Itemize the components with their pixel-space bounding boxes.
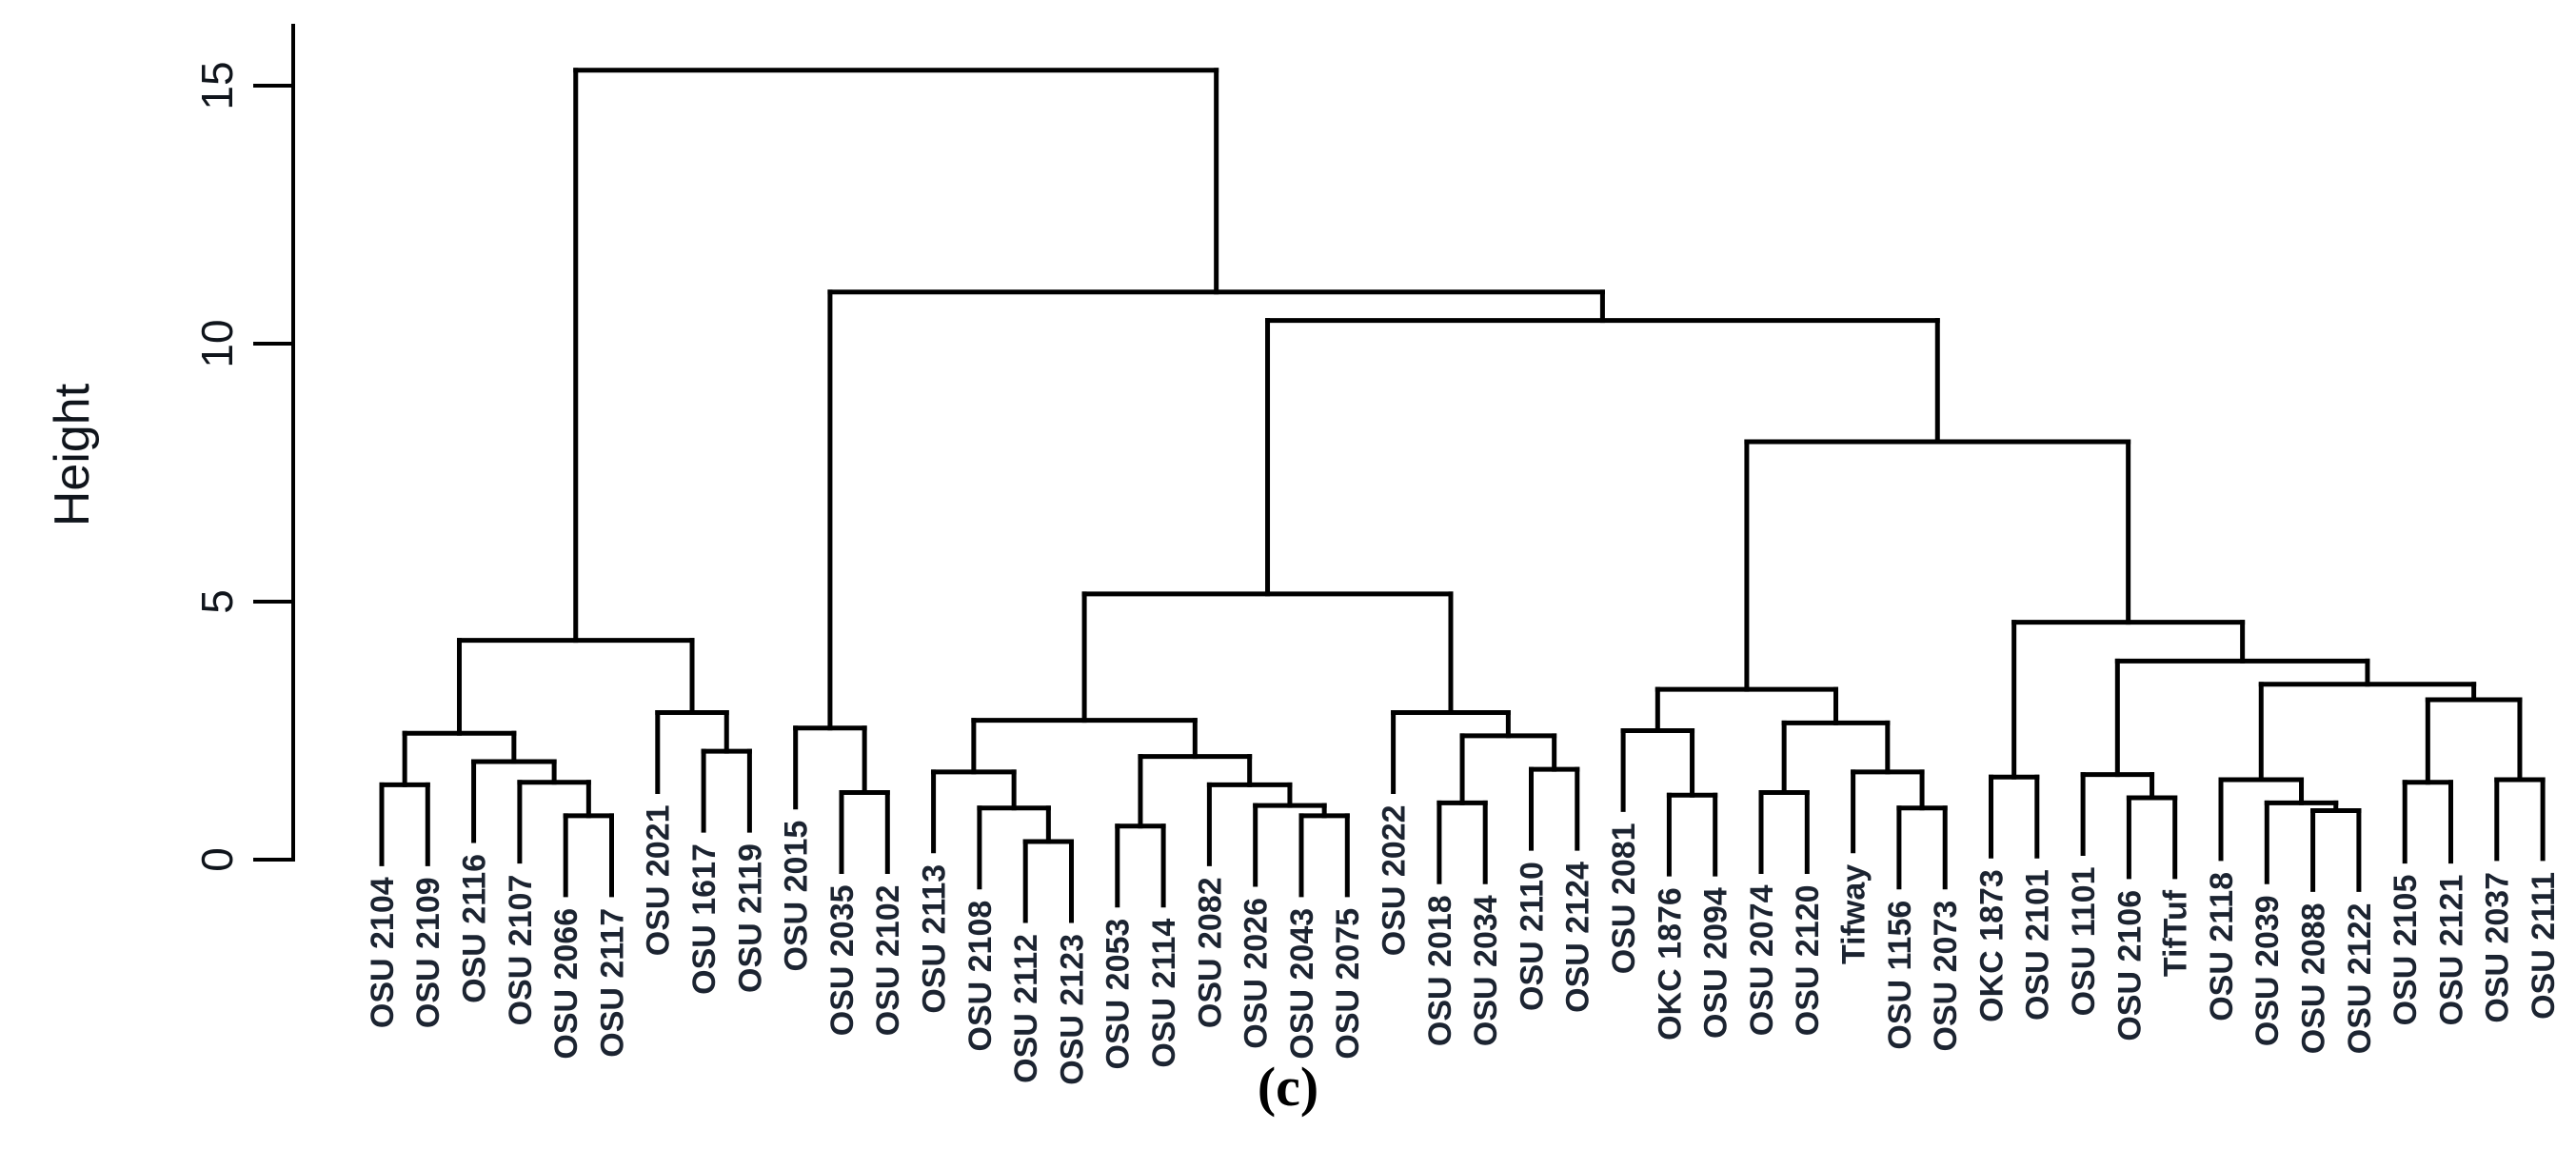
leaf-label: OSU 2112	[1008, 934, 1044, 1083]
leaf-label: OSU 2026	[1238, 898, 1275, 1049]
leaf-label: OSU 2110	[1514, 862, 1550, 1011]
leaf-label: OSU 2122	[2342, 902, 2378, 1054]
leaf-label: OSU 2113	[917, 864, 953, 1014]
leaf-label: OSU 2039	[2249, 895, 2286, 1046]
leaf-label: OSU 2106	[2111, 890, 2148, 1041]
leaf-label: OSU 2073	[1928, 901, 1964, 1052]
leaf-label: OSU 2021	[641, 804, 677, 956]
leaf-label: OSU 2074	[1744, 884, 1780, 1036]
leaf-label: OSU 2043	[1284, 908, 1320, 1060]
leaf-label: OSU 2018	[1422, 895, 1458, 1046]
leaf-label: OSU 1617	[686, 843, 723, 995]
leaf-label: OSU 2094	[1698, 887, 1734, 1039]
leaf-label: OSU 2066	[548, 908, 585, 1060]
leaf-label: OSU 2118	[2204, 872, 2240, 1021]
leaf-label: OSU 2102	[870, 884, 906, 1036]
leaf-label: OSU 2107	[503, 875, 539, 1026]
leaf-label: OSU 2121	[2433, 875, 2469, 1026]
leaf-label: OSU 2108	[962, 901, 999, 1052]
leaf-label: TifTuf	[2158, 889, 2194, 977]
leaf-label: OSU 2117	[594, 908, 630, 1058]
leaf-label: OSU 2101	[2020, 869, 2056, 1021]
leaf-label: OSU 1156	[1882, 901, 1918, 1050]
y-tick-label: 15	[192, 61, 242, 109]
leaf-label: OSU 2034	[1468, 895, 1504, 1046]
leaf-label: OSU 2081	[1606, 823, 1642, 974]
leaf-label: OSU 2124	[1560, 862, 1596, 1013]
leaf-label: OSU 2104	[365, 877, 401, 1028]
y-tick-label: 10	[192, 319, 242, 367]
y-tick-label: 5	[192, 589, 242, 614]
leaf-label: OSU 2120	[1790, 884, 1826, 1036]
leaf-label: OSU 2015	[779, 821, 815, 972]
leaf-label: OSU 2119	[732, 843, 768, 993]
y-tick-label: 0	[192, 847, 242, 872]
leaf-label: OSU 2053	[1100, 919, 1137, 1070]
leaf-label: OSU 2035	[824, 884, 861, 1036]
leaf-label: OKC 1876	[1652, 887, 1688, 1041]
leaf-label: OSU 2037	[2480, 872, 2516, 1023]
leaf-label: OSU 2088	[2296, 902, 2332, 1054]
leaf-label: OSU 2116	[457, 854, 493, 1003]
leaf-label: OSU 2111	[2526, 872, 2562, 1020]
leaf-label: OSU 1101	[2066, 866, 2102, 1016]
leaf-label: OSU 2105	[2388, 875, 2424, 1026]
y-axis-title: Height	[45, 383, 100, 526]
leaf-label: OSU 2123	[1054, 934, 1090, 1085]
leaf-label: Tifway	[1836, 864, 1873, 964]
leaf-label: OSU 2022	[1377, 804, 1413, 956]
leaf-label: OSU 2109	[410, 877, 446, 1028]
leaf-label: OSU 2075	[1330, 908, 1366, 1060]
leaf-label: OKC 1873	[1973, 869, 2010, 1022]
leaf-label: OSU 2082	[1192, 877, 1228, 1028]
figure-caption: (c)	[1257, 1056, 1319, 1118]
leaf-label: OSU 2114	[1146, 919, 1182, 1068]
